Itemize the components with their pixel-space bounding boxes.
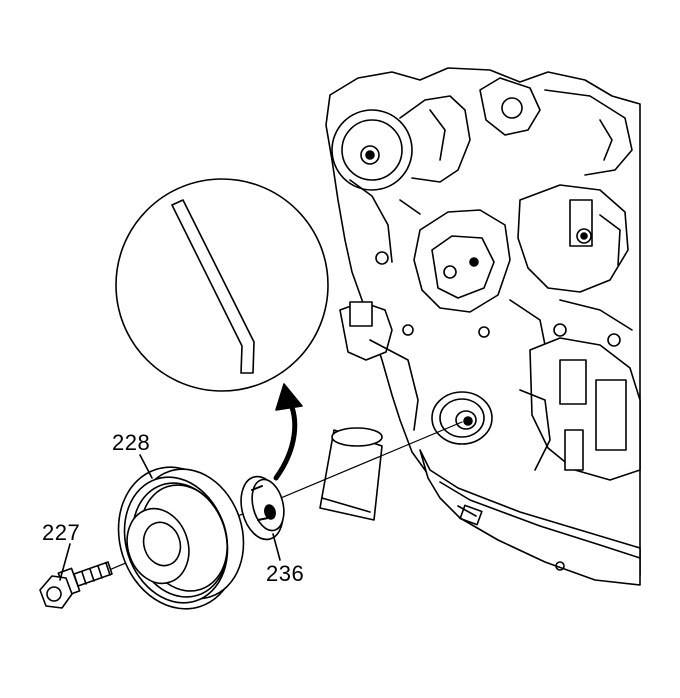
crankshaft-washer [240,475,285,541]
crankshaft-balancer-bolt [39,561,113,609]
callout-228: 228 [112,430,151,455]
crankshaft-balancer-pulley [117,466,245,610]
detail-magnifier-circle [115,178,329,392]
callout-236: 236 [266,561,305,586]
leader-line-228 [139,454,153,479]
engine-assembly [319,67,641,586]
leader-line-227 [59,543,71,581]
detail-arrow [273,383,303,481]
leader-line-236 [272,533,281,561]
callout-227: 227 [42,520,81,545]
